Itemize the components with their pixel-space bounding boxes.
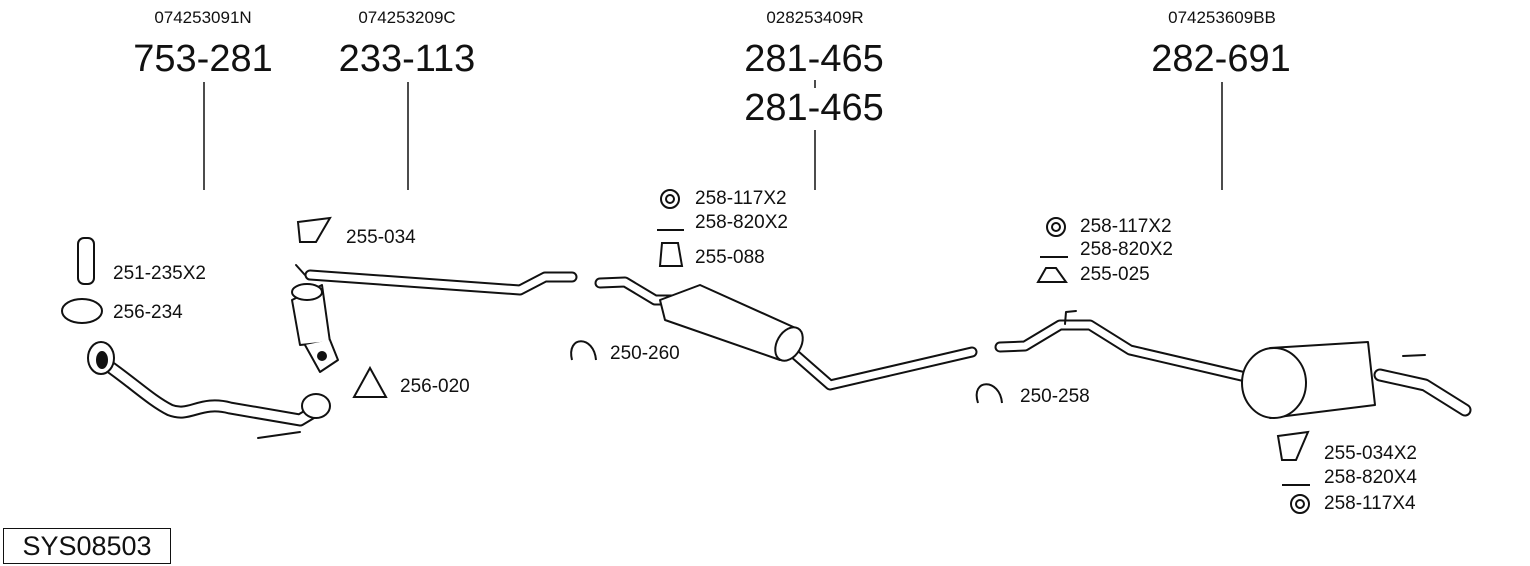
rubber-mount-icon (658, 242, 684, 267)
accessory-label[interactable]: 251-235X2 (113, 263, 206, 284)
accessory-label[interactable]: 258-820X2 (1080, 239, 1173, 260)
accessory-label[interactable]: 250-258 (1020, 386, 1090, 407)
bracket-icon (77, 237, 95, 285)
gasket-icon (352, 365, 388, 398)
sealing-ring-icon (61, 298, 103, 324)
oem-number-2: 074253209C (358, 8, 456, 27)
rubber-hanger-icon (1276, 430, 1310, 461)
part-number-3[interactable]: 281-465 (744, 38, 884, 80)
accessory-label[interactable]: 258-117X4 (1324, 493, 1416, 514)
clamp-icon (975, 383, 1003, 404)
accessory-label[interactable]: 255-025 (1080, 264, 1150, 285)
leader-lines (203, 80, 1223, 190)
centre-silencer (594, 276, 978, 391)
accessory-label[interactable]: 258-820X2 (695, 212, 788, 233)
accessory-label[interactable]: 258-820X4 (1324, 467, 1417, 488)
clamp-icon (570, 340, 597, 361)
part-number-3-repeat[interactable]: 281-465 (744, 87, 884, 129)
oem-number-4: 074253609BB (1168, 8, 1276, 27)
rubber-mount-icon (1036, 267, 1068, 283)
system-id: SYS08503 (3, 528, 171, 564)
part-number-2[interactable]: 233-113 (338, 38, 476, 80)
oem-number-3: 028253409R (766, 8, 864, 27)
part-number-1[interactable]: 753-281 (133, 38, 273, 80)
rubber-hanger-icon (296, 216, 332, 243)
accessory-label[interactable]: 250-260 (610, 343, 680, 364)
catalytic-converter (291, 264, 578, 373)
accessory-label[interactable]: 255-034X2 (1324, 443, 1417, 464)
accessory-label[interactable]: 258-117X2 (695, 188, 787, 209)
part-number-4[interactable]: 282-691 (1151, 38, 1291, 80)
front-pipe (87, 341, 331, 439)
accessory-label[interactable]: 258-117X2 (1080, 216, 1172, 237)
oem-number-1: 074253091N (154, 8, 252, 27)
accessory-label[interactable]: 255-034 (346, 227, 416, 248)
accessory-label[interactable]: 255-088 (695, 247, 765, 268)
rear-silencer (994, 310, 1472, 419)
accessory-label[interactable]: 256-234 (113, 302, 183, 323)
accessory-label[interactable]: 256-020 (400, 376, 470, 397)
